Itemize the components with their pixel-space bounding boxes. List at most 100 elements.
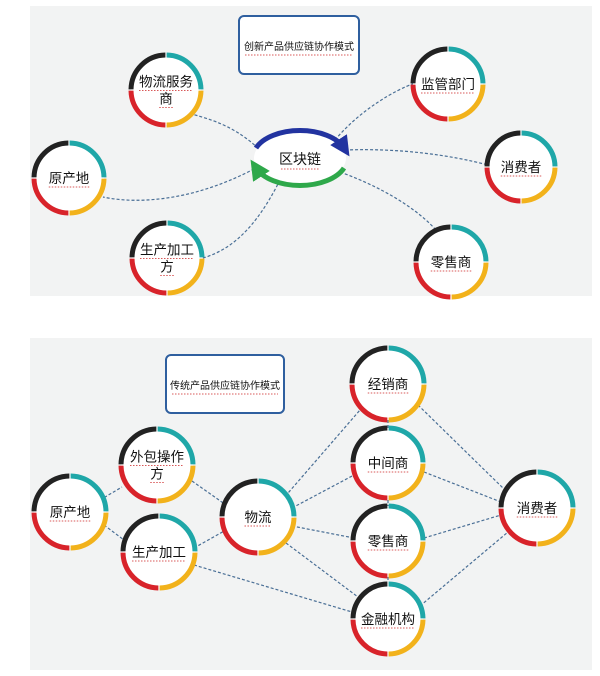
node-bottom-middleman: 中间商 [350, 425, 426, 501]
node-top-origin-label: 原产地 [49, 171, 90, 187]
node-bottom-distributor-ring-segment [349, 384, 388, 423]
node-bottom-logistics-label: 物流 [245, 510, 272, 526]
node-bottom-origin: 原产地 [31, 473, 109, 551]
node-bottom-distributor-ring-segment [349, 345, 388, 384]
node-top-logistics-ring-segment [128, 90, 166, 128]
edge-hub-retailer [339, 171, 441, 236]
node-top-origin-ring-segment [31, 178, 69, 216]
node-top-retailer-ring-segment [413, 262, 451, 300]
node-bottom-logistics: 物流 [219, 478, 297, 556]
node-bottom-origin-ring-segment [31, 512, 70, 551]
node-top-consumer-ring-segment [521, 130, 558, 167]
node-top-logistics-label: 商 [159, 92, 173, 108]
node-bottom-distributor: 经销商 [349, 345, 427, 423]
node-bottom-origin-ring-segment [31, 473, 70, 512]
node-top-consumer-ring-segment [521, 167, 558, 204]
node-top-consumer-ring-segment [484, 130, 521, 167]
node-bottom-outsource-ring-segment [118, 426, 157, 465]
node-top-retailer-label: 零售商 [431, 255, 472, 271]
edge-finance-consumer [419, 531, 509, 607]
bottom-title: 传统产品供应链协作模式 [170, 379, 280, 392]
edge-retailer-consumer [423, 514, 502, 539]
node-top-regulator-label: 监管部门 [421, 77, 475, 93]
node-bottom-consumer-background [501, 472, 573, 544]
edge-hub-producer [202, 179, 281, 259]
node-top-producer-ring-segment [129, 258, 167, 296]
node-bottom-logistics-ring-segment [258, 478, 297, 517]
top-title: 创新产品供应链协作模式 [244, 40, 354, 53]
edge-logistics-middleman [291, 474, 355, 509]
node-bottom-consumer-ring-segment [537, 469, 576, 508]
edge-hub-origin [102, 163, 264, 201]
node-bottom-middleman-background [353, 428, 423, 498]
node-top-regulator-ring-segment [410, 46, 448, 84]
node-top-logistics-ring-segment [128, 52, 166, 90]
node-bottom-finance-label: 金融机构 [361, 612, 415, 628]
node-top-retailer-background [416, 227, 486, 297]
node-top-logistics-background [131, 55, 201, 125]
node-bottom-consumer-ring-segment [498, 469, 537, 508]
node-top-retailer-ring-segment [451, 224, 489, 262]
node-top-retailer-ring-segment [413, 224, 451, 262]
node-bottom-logistics-ring-segment [219, 517, 258, 556]
edge-logistics-distributor [281, 409, 361, 501]
node-bottom-distributor-ring-segment [388, 384, 427, 423]
node-bottom-finance: 金融机构 [350, 581, 426, 657]
node-top-consumer-label: 消费者 [501, 160, 542, 176]
hub-arrow-blue [253, 127, 350, 157]
edge-producer-finance [193, 564, 353, 613]
node-bottom-origin-background [34, 476, 106, 548]
edge-logistics-finance [281, 539, 363, 601]
bottom-title-box: 传统产品供应链协作模式 [165, 354, 285, 414]
node-bottom-origin-ring-segment [70, 512, 109, 551]
node-top-origin-ring-segment [31, 140, 69, 178]
node-top-origin-background [34, 143, 104, 213]
top-title-box: 创新产品供应链协作模式 [238, 15, 360, 75]
node-bottom-distributor-ring-segment [388, 345, 427, 384]
node-top-regulator-ring-segment [448, 84, 486, 122]
node-top-consumer: 消费者 [484, 130, 558, 204]
node-top-origin-ring-segment [69, 178, 107, 216]
node-bottom-middleman-ring-segment [350, 463, 388, 501]
node-top-consumer-ring-segment [484, 167, 521, 204]
node-bottom-producer-label: 生产加工 [132, 545, 186, 561]
node-bottom-origin-label: 原产地 [50, 505, 91, 521]
edge-hub-regulator [334, 82, 416, 141]
node-top-logistics-label: 物流服务 [139, 75, 193, 91]
node-top-producer-label: 生产加工 [140, 243, 194, 259]
node-top-regulator-ring-segment [410, 84, 448, 122]
edge-outsource-logistics [191, 480, 227, 506]
node-bottom-consumer-ring-segment [537, 508, 576, 547]
node-top-producer-ring-segment [167, 258, 205, 296]
node-bottom-finance-ring-segment [388, 581, 426, 619]
node-bottom-origin-ring-segment [70, 473, 109, 512]
node-bottom-producer: 生产加工 [120, 513, 198, 591]
node-bottom-outsource-background [121, 429, 193, 501]
node-top-retailer: 零售商 [413, 224, 489, 300]
node-bottom-finance-ring-segment [388, 619, 426, 657]
edge-origin-outsource [99, 486, 123, 501]
hub-arrow-green [250, 159, 347, 189]
node-bottom-consumer-ring-segment [498, 508, 537, 547]
node-bottom-producer-ring-segment [120, 513, 159, 552]
node-bottom-outsource-ring-segment [157, 426, 196, 465]
node-bottom-middleman-label: 中间商 [368, 456, 409, 472]
edge-hub-consumer [344, 149, 489, 166]
node-bottom-consumer: 消费者 [498, 469, 576, 547]
node-top-regulator: 监管部门 [410, 46, 486, 122]
bottom-connectors [99, 404, 509, 613]
node-bottom-middleman-ring-segment [350, 425, 388, 463]
node-bottom-distributor-label: 经销商 [368, 377, 409, 393]
node-top-logistics-ring-segment [166, 90, 204, 128]
node-bottom-middleman-ring-segment [388, 425, 426, 463]
node-top-origin: 原产地 [31, 140, 107, 216]
traditional-panel-background [30, 338, 592, 670]
edge-middleman-consumer [423, 471, 502, 503]
hub-label: 区块链 [279, 152, 321, 168]
node-bottom-outsource-label: 外包操作 [130, 450, 184, 466]
node-bottom-logistics-ring-segment [219, 478, 258, 517]
node-bottom-producer-ring-segment [120, 552, 159, 591]
